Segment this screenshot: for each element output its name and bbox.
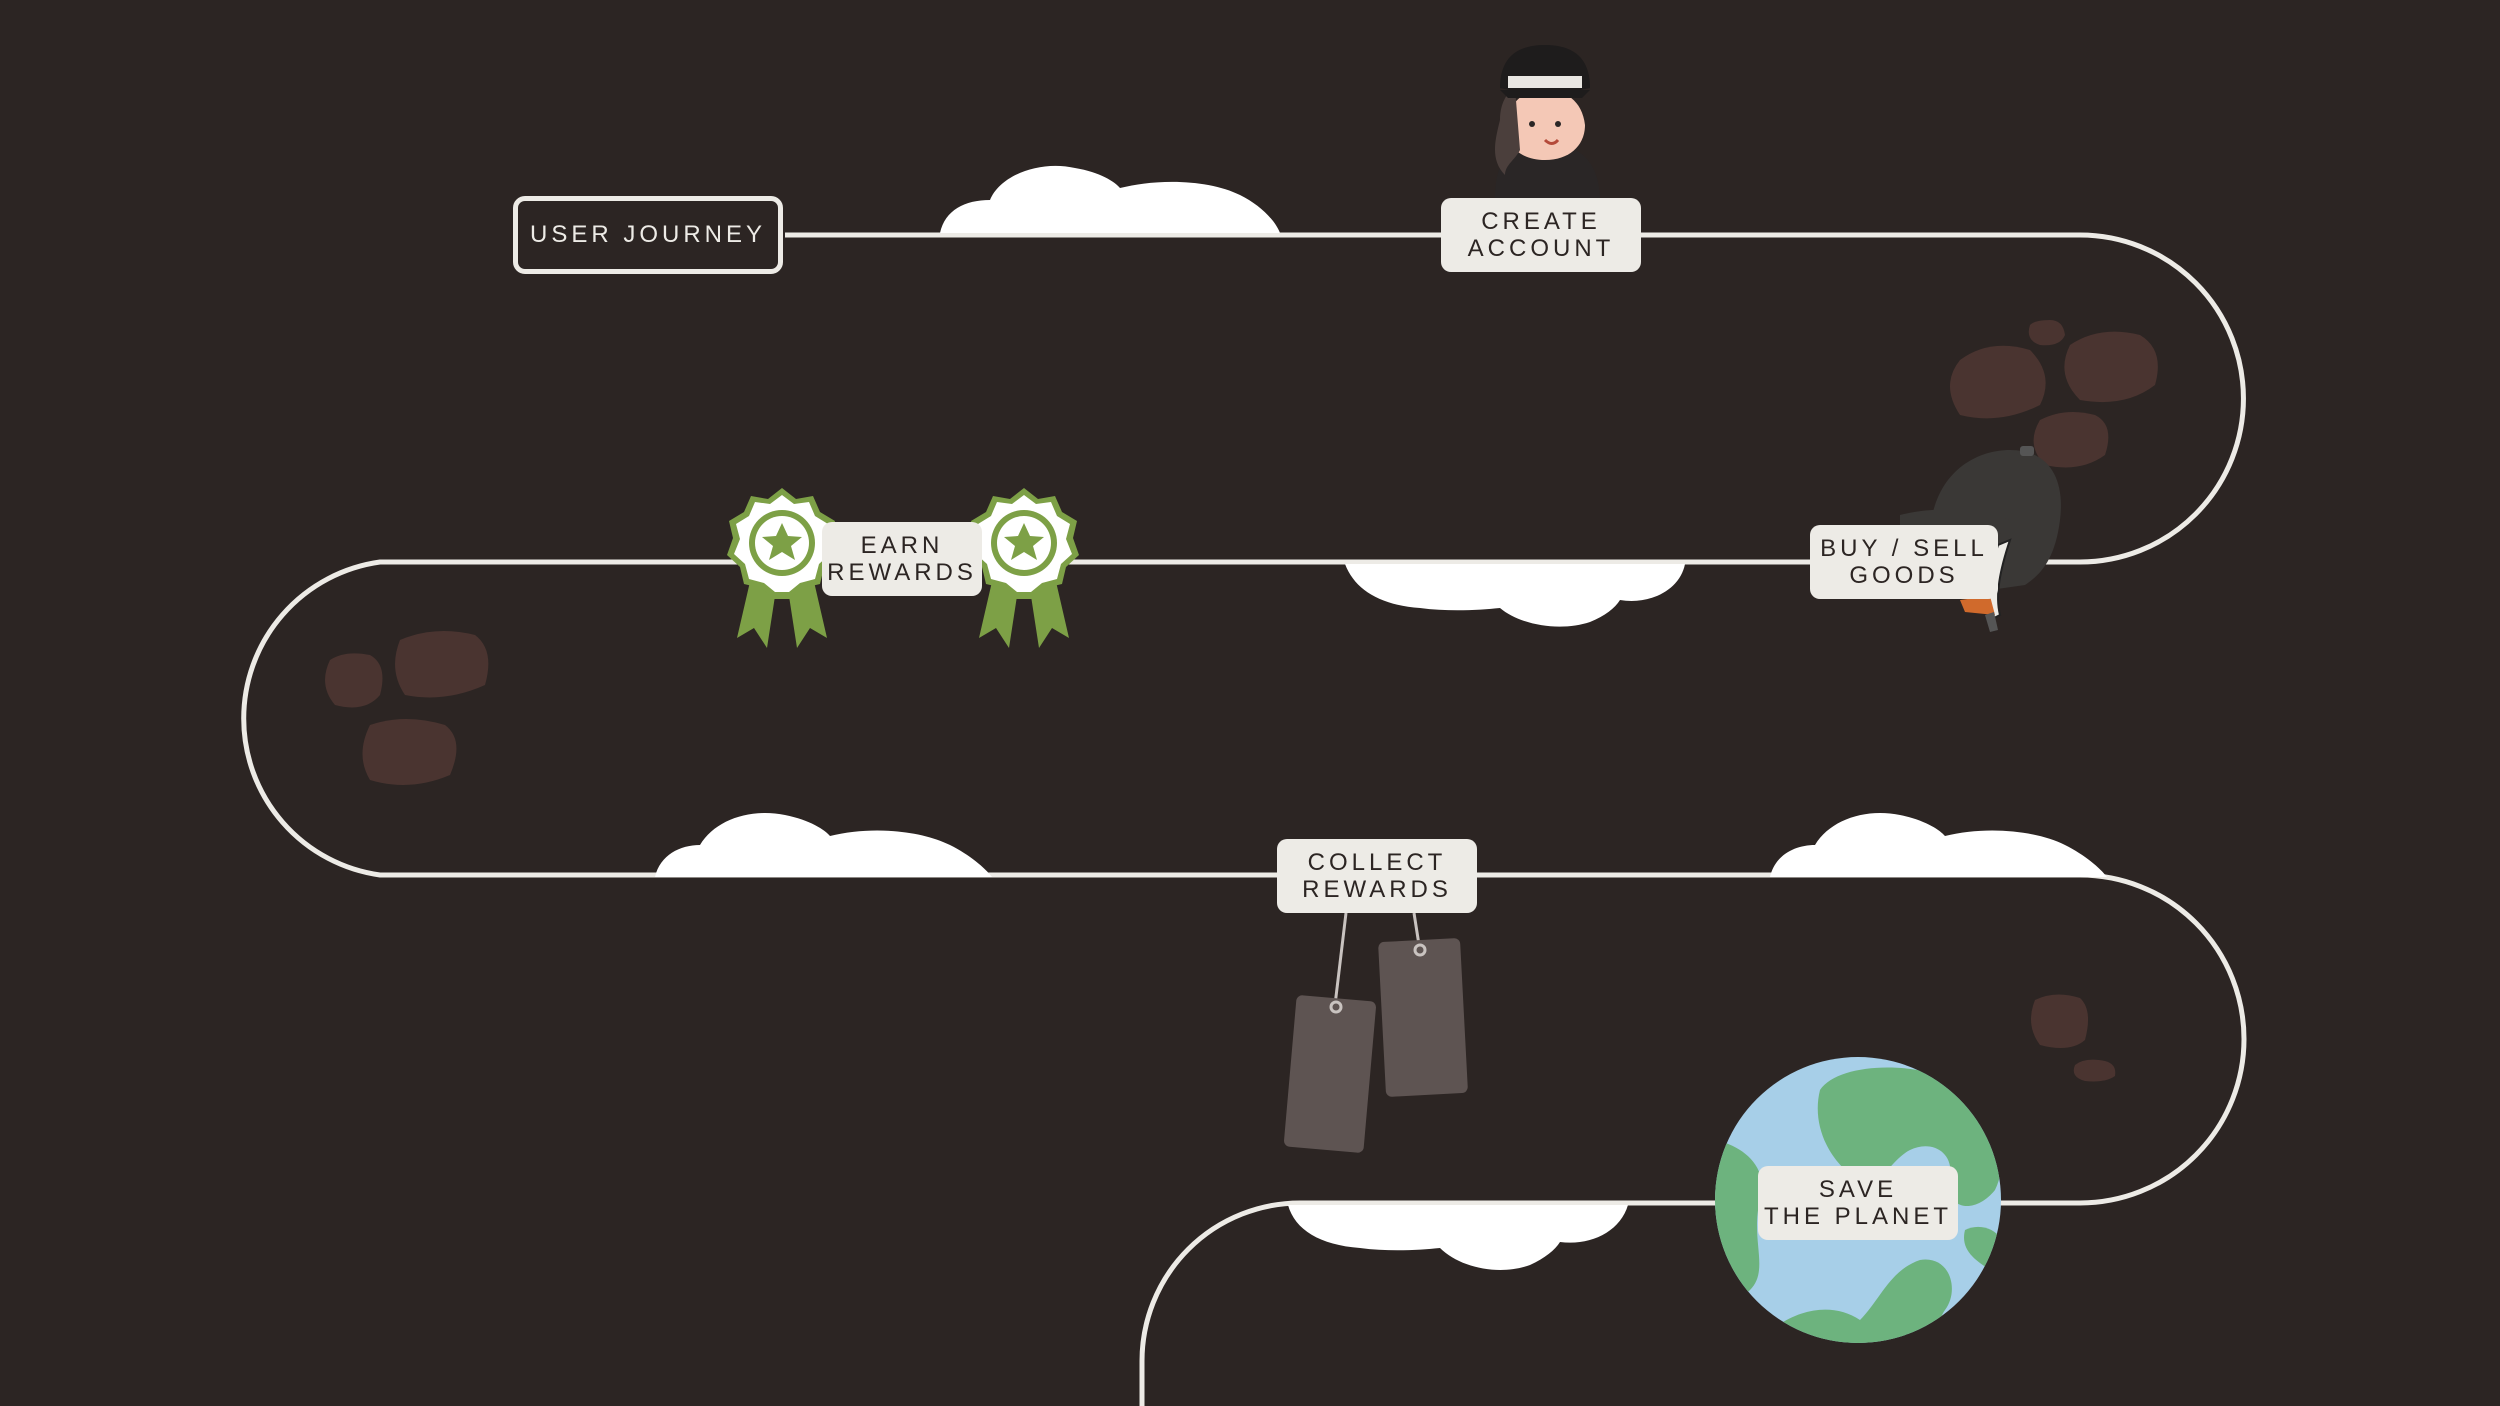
step-create-account-label: CREATE ACCOUNT [1441,198,1641,272]
cloud-2 [1345,564,1685,627]
cloud-6 [1288,1205,1628,1270]
journey-path [241,232,2247,1406]
cloud-1 [940,165,1280,233]
rock-cluster-right-top [1950,320,2158,468]
journey-title-box: USER JOURNEY [513,196,783,274]
cloud-5 [1770,813,2107,877]
rock-cluster-right-bottom [2031,994,2116,1082]
rock-cluster-left [325,631,489,785]
step-save-the-planet-label: SAVE THE PLANET [1758,1166,1958,1240]
rider-character-icon [1495,45,1600,198]
step-buy-sell-goods-label: BUY / SELL GOODS [1810,525,1998,599]
award-ribbon-icon [727,488,1079,648]
step-collect-rewards-label: COLLECT REWARDS [1277,839,1477,913]
journey-title: USER JOURNEY [529,221,767,248]
step-earn-rewards-label: EARN REWARDS [822,522,982,596]
cloud-4 [655,813,992,877]
hanging-tags-icon [1284,912,1468,1153]
